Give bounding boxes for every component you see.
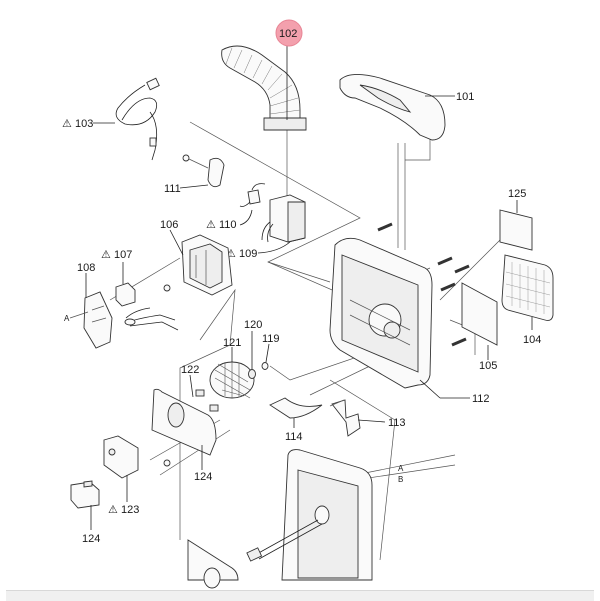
wiring-harness[interactable]	[124, 307, 179, 331]
part-106-terminal-holder[interactable]	[163, 234, 233, 296]
warning-icon: ⚠	[62, 118, 72, 130]
screw-icon	[451, 337, 467, 347]
part-label-114: 114	[285, 431, 303, 443]
warning-icon: ⚠	[206, 219, 216, 231]
side-cover[interactable]	[187, 539, 239, 589]
part-123-switch-module[interactable]	[103, 435, 139, 479]
part-label-109: 109	[239, 248, 257, 260]
part-122-motor-mount[interactable]	[151, 388, 217, 467]
part-104-filter-grille[interactable]	[501, 254, 554, 321]
part-label-107: 107	[114, 249, 132, 261]
part-118-clip[interactable]	[261, 362, 269, 370]
reference-mark-a-left: A	[64, 314, 70, 323]
part-label-113: 113	[388, 417, 406, 429]
part-label-103: 103	[75, 118, 93, 130]
warning-icon: ⚠	[101, 249, 111, 261]
part-121-screw[interactable]	[195, 389, 219, 412]
part-124-knob[interactable]	[70, 480, 100, 509]
screw-icon	[437, 256, 453, 266]
bottom-scroll-strip	[6, 590, 594, 601]
part-label-102: 102	[279, 28, 297, 40]
warning-icon: ⚠	[108, 504, 118, 516]
part-label-120: 121	[223, 337, 241, 349]
part-112-main-housing[interactable]	[329, 237, 433, 389]
part-label-group-109: ⚠ 109	[226, 248, 257, 260]
part-label-112: 112	[472, 393, 490, 405]
part-107-switch[interactable]	[115, 282, 136, 307]
part-label-group-107: ⚠ 107	[101, 249, 132, 261]
part-label-111: 111	[164, 183, 181, 195]
screw-icon	[454, 264, 470, 274]
part-label-108: 108	[77, 262, 95, 274]
part-label-group-103: ⚠ 103	[62, 118, 93, 130]
warning-icon: ⚠	[226, 248, 236, 260]
front-panel[interactable]	[246, 449, 373, 581]
part-110-thermal-fuse[interactable]	[239, 183, 266, 207]
part-109-transformer[interactable]	[261, 194, 306, 243]
part-label-106: 106	[160, 219, 178, 231]
highlight-circle	[275, 19, 303, 47]
part-label-119: 120	[244, 319, 262, 331]
part-label-105: 105	[479, 360, 497, 372]
part-105-filter-sheet[interactable]	[461, 282, 498, 346]
part-125-label-plate[interactable]	[499, 209, 533, 251]
part-label-104: 104	[523, 334, 541, 346]
part-label-125: 125	[508, 188, 526, 200]
part-label-123: 123	[121, 504, 139, 516]
highlighted-part-callout[interactable]: 102	[275, 19, 303, 47]
screw-icon	[440, 282, 456, 292]
part-111-bracket[interactable]	[182, 154, 225, 188]
screws	[377, 222, 470, 347]
part-102-flexible-duct[interactable]	[221, 45, 307, 131]
part-label-110: 110	[219, 219, 237, 231]
part-label-118: 119	[262, 333, 280, 345]
part-label-122: 124	[194, 471, 212, 483]
part-114-cover-sheet[interactable]	[269, 397, 323, 419]
part-label-121: 122	[181, 364, 199, 376]
part-101-handle-cover[interactable]	[339, 74, 446, 141]
part-113-bracket[interactable]	[329, 399, 361, 437]
reference-mark-a: A	[398, 464, 404, 473]
part-label-group-110: ⚠ 110	[206, 219, 237, 231]
part-103-power-cord[interactable]	[115, 77, 160, 161]
part-label-group-123: ⚠ 123	[108, 504, 139, 516]
part-108-control-board[interactable]	[83, 291, 113, 349]
reference-mark-b: B	[398, 475, 403, 484]
part-120-fan-blower[interactable]	[209, 361, 255, 399]
part-label-124-visible: 124	[82, 533, 100, 545]
part-label-101: 101	[456, 91, 474, 103]
part-119-washer[interactable]	[248, 369, 256, 379]
screw-icon	[377, 222, 393, 232]
